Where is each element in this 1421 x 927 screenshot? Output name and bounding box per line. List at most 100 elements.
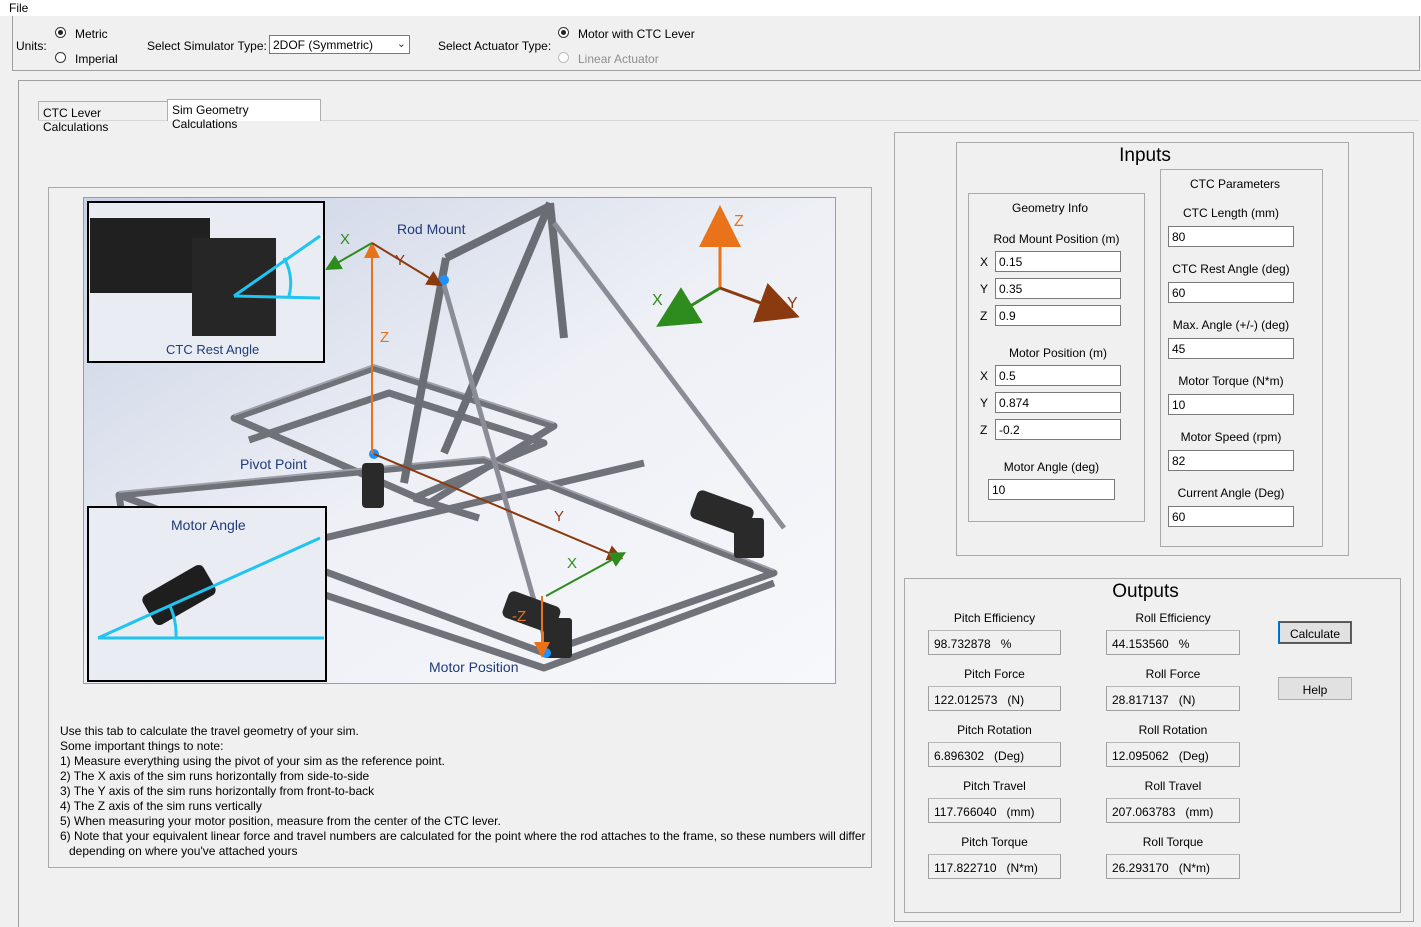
motor-speed-label: Motor Speed (rpm) (1180, 430, 1282, 444)
roll-rotation-value: 12.095062 (Deg) (1106, 742, 1240, 767)
metric-radio[interactable] (55, 27, 66, 38)
motor-torque-input[interactable]: 10 (1168, 394, 1294, 415)
menu-file[interactable]: File (9, 1, 29, 15)
pitch-force-value: 122.012573 (N) (928, 686, 1061, 711)
motor-ctc-label[interactable]: Motor with CTC Lever (578, 27, 695, 41)
tab-body (38, 120, 1419, 927)
simulator-type-label: Select Simulator Type: (147, 39, 267, 53)
roll-efficiency-label: Roll Efficiency (1135, 611, 1211, 625)
simulator-type-select[interactable]: 2DOF (Symmetric) ⌄ (269, 35, 410, 54)
motor-position-field-label: Motor Position (m) (1008, 346, 1108, 360)
tab-sim-geometry[interactable]: Sim Geometry Calculations (167, 99, 321, 131)
motor-position-z-input[interactable]: -0.2 (995, 419, 1121, 440)
rod-mount-position-label: Rod Mount Position (m) (993, 232, 1120, 246)
roll-efficiency-value: 44.153560 % (1106, 630, 1240, 655)
pitch-torque-value: 117.822710 (N*m) (928, 854, 1061, 879)
diagram-group (48, 187, 872, 868)
ctc-rest-angle-field-label: CTC Rest Angle (deg) (1172, 262, 1290, 276)
rod-mount-z-input[interactable]: 0.9 (995, 305, 1121, 326)
instruction-line: 6) Note that your equivalent linear forc… (60, 829, 866, 843)
actuator-type-label: Select Actuator Type: (438, 39, 552, 53)
roll-travel-label: Roll Travel (1144, 779, 1202, 793)
linear-actuator-label[interactable]: Linear Actuator (578, 52, 659, 66)
current-angle-input[interactable]: 60 (1168, 506, 1294, 527)
motor-position-x-input[interactable]: 0.5 (995, 365, 1121, 386)
motor-position-label: Motor Position (429, 659, 519, 675)
units-label: Units: (16, 39, 47, 53)
tab-ctc-lever-label: CTC Lever Calculations (43, 106, 109, 134)
instructions: Use this tab to calculate the travel geo… (60, 724, 870, 859)
outputs-group (904, 578, 1401, 913)
max-angle-input[interactable]: 45 (1168, 338, 1294, 359)
help-button[interactable]: Help (1278, 677, 1352, 700)
current-angle-label: Current Angle (Deg) (1177, 486, 1285, 500)
rod-y-label: Y (980, 282, 989, 296)
tab-sim-geometry-label: Sim Geometry Calculations (172, 103, 249, 131)
ctc-length-label: CTC Length (mm) (1182, 206, 1280, 220)
pitch-efficiency-label: Pitch Efficiency (953, 611, 1036, 625)
calc-group (894, 132, 1414, 922)
motor-angle-label: Motor Angle (171, 517, 246, 533)
inputs-group (956, 142, 1349, 556)
roll-torque-label: Roll Torque (1142, 835, 1204, 849)
motor-y-label: Y (980, 396, 989, 410)
rod-mount-y-input[interactable]: 0.35 (995, 278, 1121, 299)
triad-z-axis-label: Z (734, 213, 744, 230)
roll-force-label: Roll Force (1145, 667, 1201, 681)
pivot-y-axis-label: Y (554, 508, 565, 525)
rod-y-axis-label: Y (395, 252, 406, 269)
rod-mount-x-input[interactable]: 0.15 (995, 251, 1121, 272)
ctc-length-input[interactable]: 80 (1168, 226, 1294, 247)
instruction-line: 5) When measuring your motor position, m… (60, 814, 501, 828)
pitch-rotation-label: Pitch Rotation (957, 723, 1032, 737)
rod-mount-label: Rod Mount (397, 221, 466, 237)
inputs-title: Inputs (1119, 145, 1171, 166)
motor-neg-z-axis-label: -Z (512, 608, 527, 625)
motor-position-y-input[interactable]: 0.874 (995, 392, 1121, 413)
pitch-travel-label: Pitch Travel (963, 779, 1026, 793)
roll-rotation-label: Roll Rotation (1138, 723, 1208, 737)
rod-z-axis-label: Z (380, 329, 390, 346)
ctc-rest-angle-input[interactable]: 60 (1168, 282, 1294, 303)
motor-x-label: X (980, 369, 989, 383)
rod-z-label: Z (980, 309, 988, 323)
motor-ctc-radio[interactable] (558, 27, 569, 38)
geometry-info-title: Geometry Info (1011, 201, 1089, 215)
motor-z-label: Z (980, 423, 988, 437)
pitch-torque-label: Pitch Torque (961, 835, 1028, 849)
motor-angle-field-label: Motor Angle (deg) (1003, 460, 1100, 474)
instruction-line: Some important things to note: (60, 739, 224, 753)
geometry-info-group (968, 193, 1145, 522)
imperial-radio[interactable] (55, 52, 66, 63)
geometry-diagram: Rod Mount Pivot Point Motor Position CTC… (83, 197, 836, 684)
tab-ctc-lever[interactable]: CTC Lever Calculations (38, 101, 169, 134)
roll-torque-value: 26.293170 (N*m) (1106, 854, 1240, 879)
triad-x-axis-label: X (652, 292, 663, 309)
pitch-force-label: Pitch Force (964, 667, 1025, 681)
ctc-parameters-group (1160, 169, 1323, 547)
instruction-line: 3) The Y axis of the sim runs horizontal… (60, 784, 375, 798)
motor-speed-input[interactable]: 82 (1168, 450, 1294, 471)
rod-x-label: X (980, 255, 989, 269)
instruction-line: 4) The Z axis of the sim runs vertically (60, 799, 262, 813)
pitch-travel-value: 117.766040 (mm) (928, 798, 1061, 823)
sim-frame-illustration (84, 198, 835, 683)
menu-bar: File (0, 0, 1421, 16)
pivot-point-label: Pivot Point (240, 456, 307, 472)
motor-torque-label: Motor Torque (N*m) (1178, 374, 1284, 388)
triad-y-axis-label: Y (787, 295, 798, 312)
ctc-rest-angle-label: CTC Rest Angle (166, 342, 260, 357)
motor-angle-input[interactable]: 10 (988, 479, 1115, 500)
instruction-line: 2) The X axis of the sim runs horizontal… (60, 769, 370, 783)
instruction-line: depending on where you've attached yours (69, 844, 298, 858)
ctc-parameters-title: CTC Parameters (1189, 177, 1281, 191)
calculate-button[interactable]: Calculate (1278, 621, 1352, 644)
pitch-efficiency-value: 98.732878 % (928, 630, 1061, 655)
rod-x-axis-label: X (340, 231, 351, 248)
linear-actuator-radio[interactable] (558, 52, 569, 63)
metric-label[interactable]: Metric (75, 27, 108, 41)
pitch-rotation-value: 6.896302 (Deg) (928, 742, 1061, 767)
imperial-label[interactable]: Imperial (75, 52, 118, 66)
tab-panel (18, 80, 1421, 927)
max-angle-label: Max. Angle (+/-) (deg) (1172, 318, 1290, 332)
